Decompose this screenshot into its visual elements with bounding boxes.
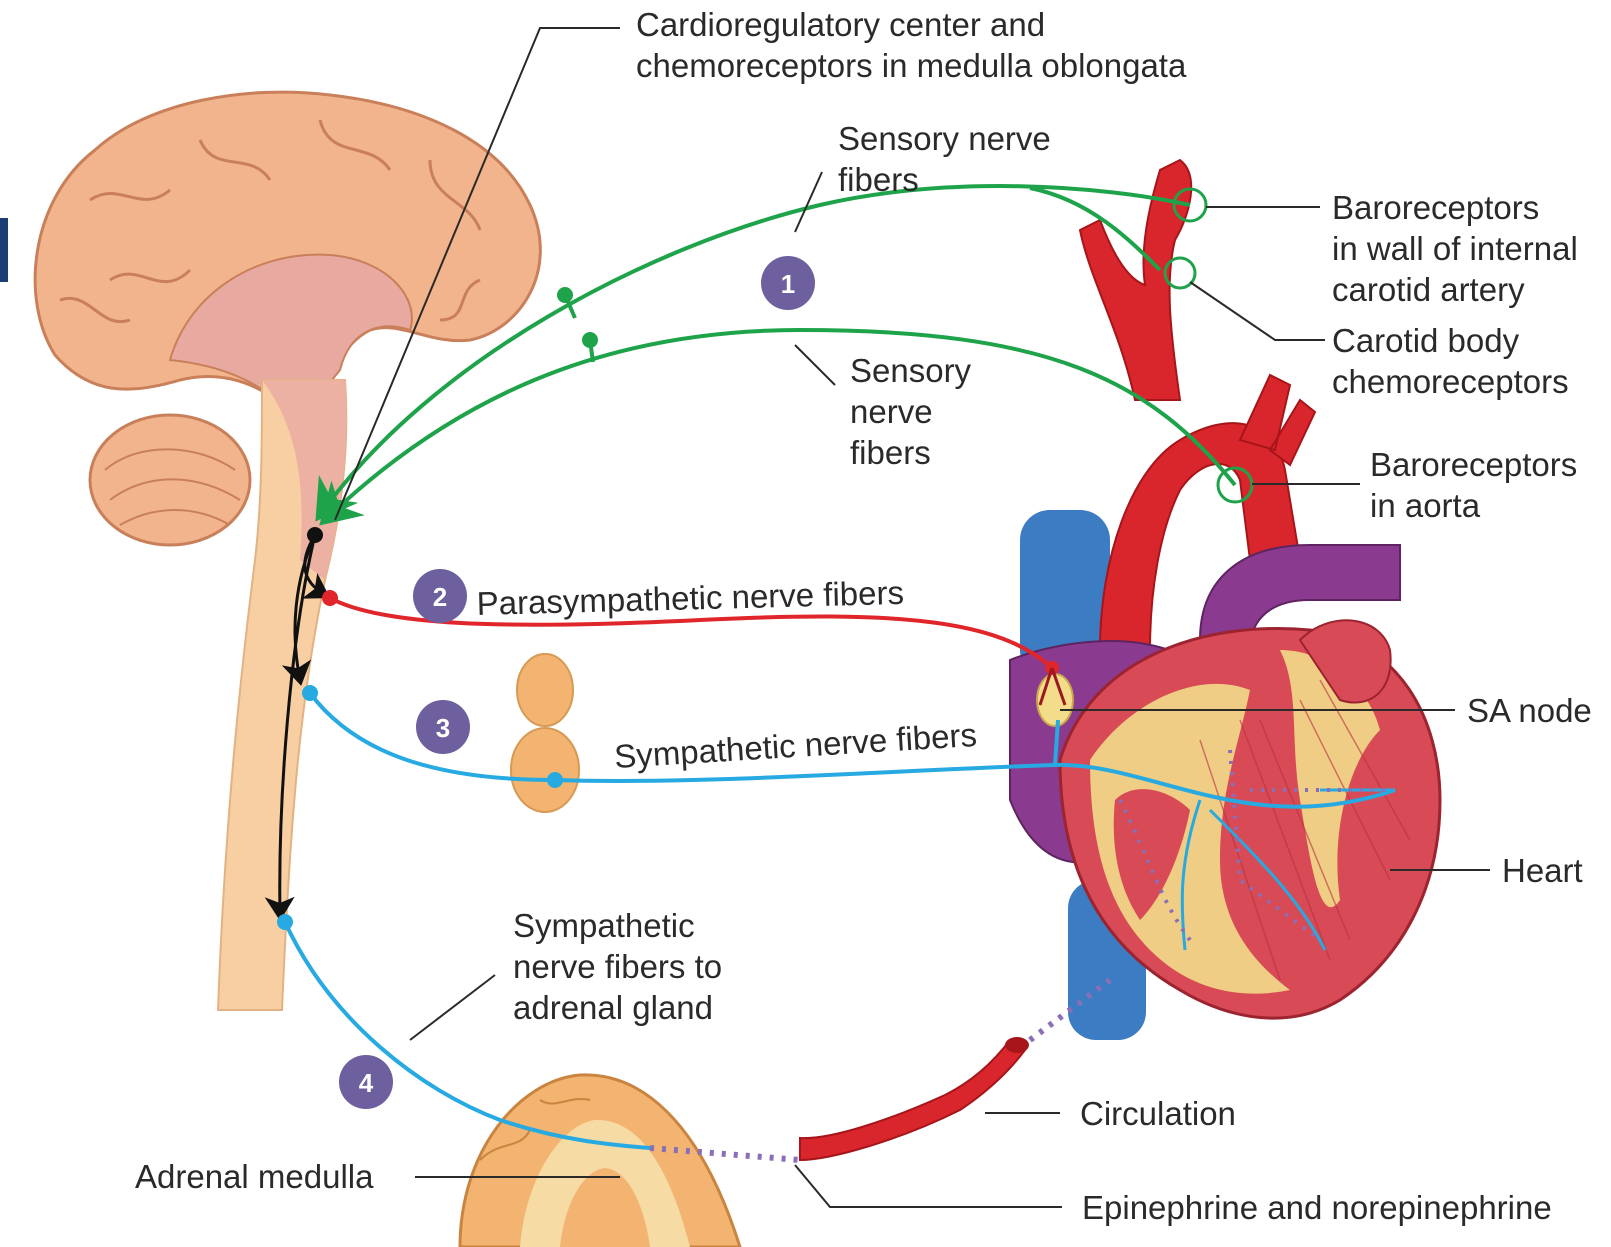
label-epinephrine: Epinephrine and norepinephrine bbox=[1082, 1189, 1552, 1226]
step-4-number: 4 bbox=[359, 1068, 374, 1098]
aorta bbox=[1100, 423, 1300, 650]
label-sa-node: SA node bbox=[1467, 692, 1592, 729]
circulation-vessel bbox=[800, 1040, 1025, 1160]
sensory-pathway-aorta bbox=[325, 330, 1235, 520]
label-sensory-lower: Sensory nerve fibers bbox=[850, 352, 980, 471]
step-3-number: 3 bbox=[436, 713, 450, 743]
leader-carotid-body bbox=[1190, 282, 1325, 340]
label-carotid-body: Carotid body chemoreceptors bbox=[1332, 322, 1569, 400]
label-sympathetic: Sympathetic nerve fibers bbox=[613, 716, 978, 775]
label-circulation: Circulation bbox=[1080, 1095, 1236, 1132]
leader-sensory-lower bbox=[795, 345, 835, 385]
step-2-number: 2 bbox=[433, 582, 447, 612]
step-1-number: 1 bbox=[781, 269, 795, 299]
label-parasympathetic: Parasympathetic nerve fibers bbox=[476, 574, 904, 622]
label-cardioregulatory: Cardioregulatory center and chemorecepto… bbox=[636, 6, 1187, 84]
leader-sympathetic-adrenal bbox=[410, 975, 495, 1040]
label-sympathetic-adrenal: Sympathetic nerve fibers to adrenal glan… bbox=[513, 907, 731, 1026]
leader-sensory-upper bbox=[795, 172, 822, 232]
edge-bar bbox=[0, 218, 8, 282]
label-baroreceptors-carotid: Baroreceptors in wall of internal caroti… bbox=[1332, 189, 1587, 308]
leader-epinephrine bbox=[795, 1165, 1062, 1207]
label-heart: Heart bbox=[1502, 852, 1583, 889]
label-baroreceptors-aorta: Baroreceptors in aorta bbox=[1370, 446, 1586, 524]
sympathetic-ganglion bbox=[511, 654, 579, 812]
adrenal-gland bbox=[460, 1075, 740, 1247]
label-adrenal-medulla: Adrenal medulla bbox=[135, 1158, 374, 1195]
